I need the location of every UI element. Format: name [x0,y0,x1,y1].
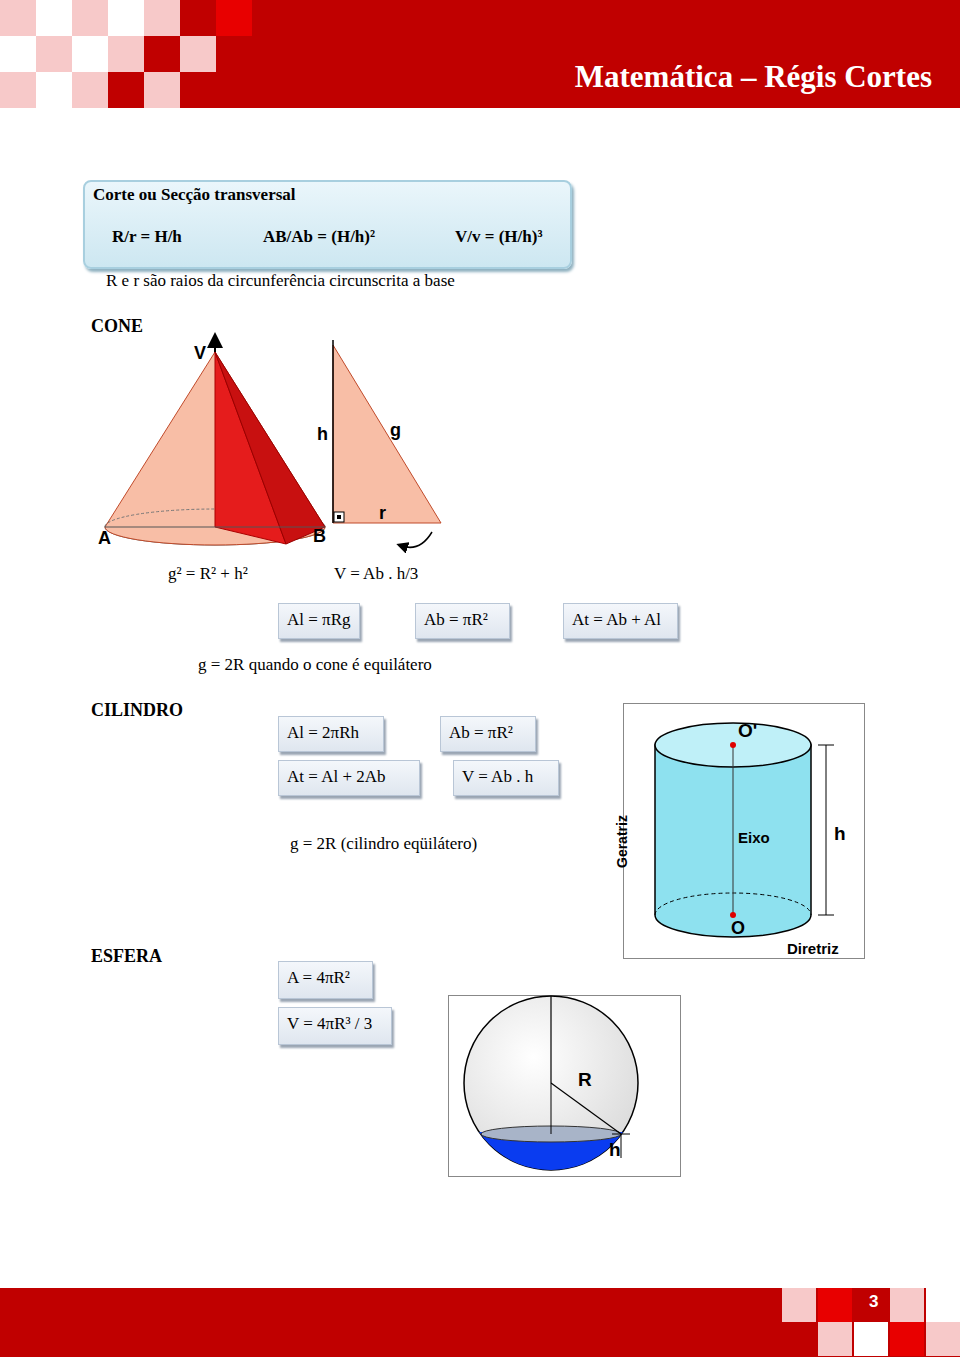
page-number: 3 [869,1292,878,1312]
generatrix-label: Geratriz [614,815,630,868]
box-heading: Corte ou Secção transversal [93,185,296,205]
formula: AB/Ab = (H/h)² [263,227,375,247]
cylinder-figure [624,704,865,959]
checker-square [108,0,144,36]
formula: V = Ab . h/3 [334,564,418,584]
formula: At = Ab + Al [572,610,661,629]
checker-square [144,0,180,36]
checker-square [180,36,216,72]
formula: Al = πRg [287,610,351,629]
page-title: Matemática – Régis Cortes [575,59,932,95]
checker-square [782,1288,816,1322]
checker-square [0,36,36,72]
checker-square [108,36,144,72]
section-heading: CONE [91,316,143,337]
point-label: A [98,528,111,549]
footer-checkers [782,1288,960,1356]
axis-label: Eixo [738,829,770,846]
formula: g² = R² + h² [168,564,248,584]
checker-square [144,72,180,108]
radius-label: r [379,503,386,524]
header-band [0,0,960,108]
formula-box: Ab = πR² [440,716,536,752]
header-checkers [0,0,252,108]
checker-square [36,0,72,36]
checker-square [926,1322,960,1356]
section-box: Corte ou Secção transversalR/r = H/h AB/A… [83,180,572,269]
checker-square [0,72,36,108]
checker-square [926,1288,960,1322]
formula: At = Al + 2Ab [287,767,386,786]
formula: V = 4πR³ / 3 [287,1014,372,1033]
formula-box: Al = 2πRh [278,716,384,752]
checker-square [216,0,252,36]
checker-square [890,1288,924,1322]
formula: Ab = πR² [424,610,488,629]
point-label: O [731,918,745,939]
directrix-label: Diretriz [787,940,839,957]
section-heading: CILINDRO [91,700,183,721]
radius-label: R [578,1069,592,1091]
formula: V/v = (H/h)³ [455,227,543,247]
sphere-figure [449,996,681,1177]
point-label: B [313,526,326,547]
checker-square [0,0,36,36]
checker-square [890,1322,924,1356]
checker-square [36,36,72,72]
formula-box: V = 4πR³ / 3 [278,1007,392,1045]
checker-square [72,36,108,72]
formula-box: At = Al + 2Ab [278,760,420,796]
checker-square [854,1322,888,1356]
formula: A = 4πR² [287,968,350,987]
note-text: R e r são raios da circunferência circun… [106,271,455,291]
formula-box: A = 4πR² [278,961,373,999]
vertex-label: V [194,343,206,364]
formula-box: Ab = πR² [415,603,510,639]
formula-box: V = Ab . h [453,760,559,796]
point-label: O' [738,720,757,742]
checker-square [72,0,108,36]
formula: R/r = H/h [112,227,182,247]
checker-square [36,72,72,108]
footer-band [0,1288,960,1357]
checker-square [818,1322,852,1356]
height-label: h [834,823,846,845]
height-label: h [609,1139,621,1161]
formula-box: At = Ab + Al [563,603,678,639]
formula: Ab = πR² [449,723,513,742]
section-heading: ESFERA [91,946,162,967]
formula: V = Ab . h [462,767,533,786]
note-text: g = 2R (cilindro eqüilátero) [290,834,477,854]
cone-figure [105,340,441,547]
checker-square [72,72,108,108]
slant-label: g [390,420,401,441]
note-text: g = 2R quando o cone é equilátero [198,655,432,675]
formula: Al = 2πRh [287,723,359,742]
formula-box: Al = πRg [278,603,360,639]
checker-square [818,1288,852,1322]
height-label: h [317,424,328,445]
